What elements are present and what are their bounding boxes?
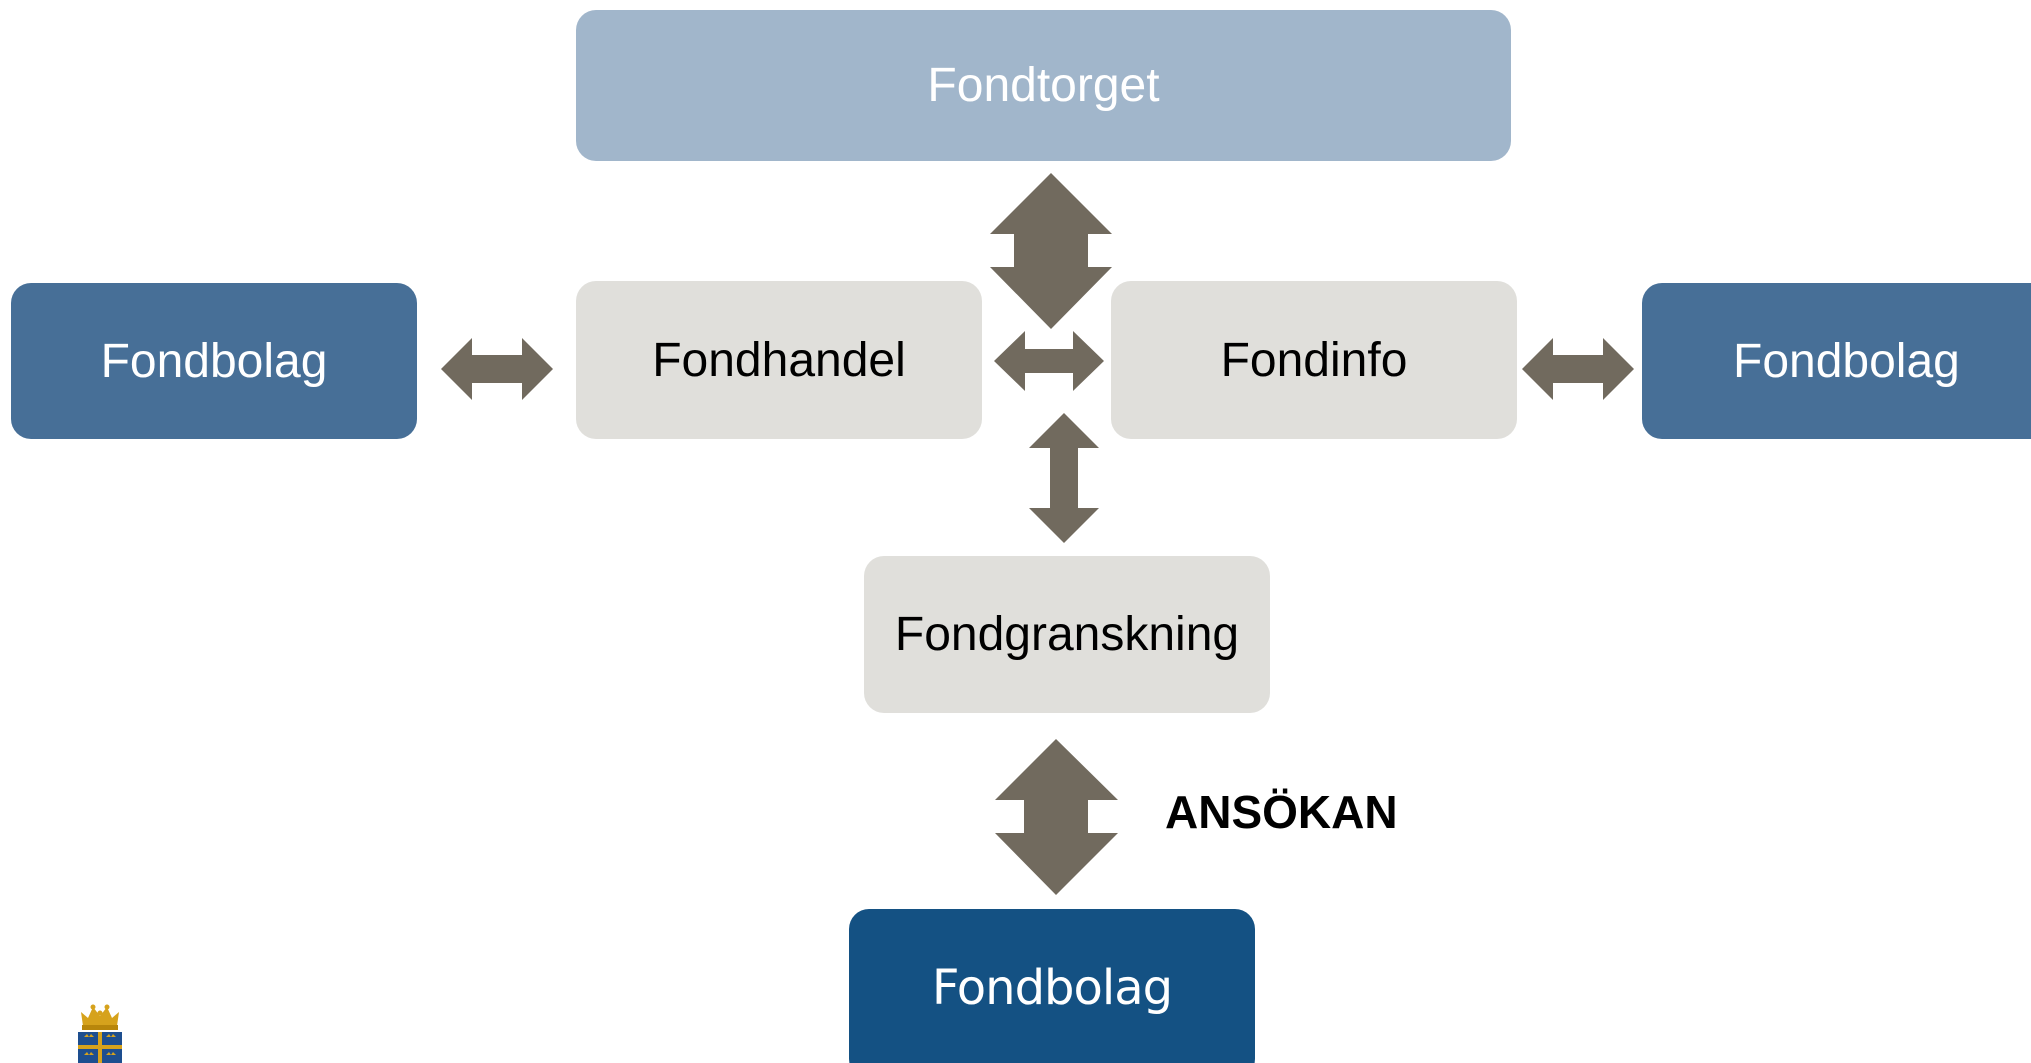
crown-coat-of-arms-icon (78, 1004, 122, 1063)
fondinfo-label: Fondinfo (1220, 333, 1408, 387)
fondhandel-box: Fondhandel (576, 281, 982, 439)
fondgranskning-label: Fondgranskning (894, 608, 1240, 661)
arrow-fondgranskning-fondbolag-bottom-icon (995, 739, 1118, 895)
arrow-fondtorget-center-icon (990, 173, 1112, 329)
fondbolag-bottom-box: Fondbolag (849, 909, 1255, 1063)
fondhandel-label: Fondhandel (652, 333, 906, 387)
arrow-fondinfo-fondbolag-right-icon (1522, 338, 1634, 400)
fondtorget-box: Fondtorget (576, 10, 1511, 161)
arrow-fondhandel-fondinfo-icon (994, 331, 1104, 391)
ansokan-label: ANSÖKAN (1165, 786, 1398, 838)
arrow-fondbolag-left-fondhandel-icon (441, 338, 553, 400)
fondbolag-right-label: Fondbolag (1733, 334, 1960, 388)
fondbolag-left-label: Fondbolag (100, 334, 328, 388)
fondgranskning-box: Fondgranskning (864, 556, 1270, 713)
fondtorget-label: Fondtorget (927, 59, 1160, 112)
arrow-center-fondgranskning-icon (1029, 413, 1099, 543)
fondbolag-right-box: Fondbolag (1642, 283, 2031, 439)
fondbolag-left-box: Fondbolag (11, 283, 417, 439)
fondinfo-box: Fondinfo (1111, 281, 1517, 439)
fondbolag-bottom-label: Fondbolag (931, 960, 1173, 1016)
